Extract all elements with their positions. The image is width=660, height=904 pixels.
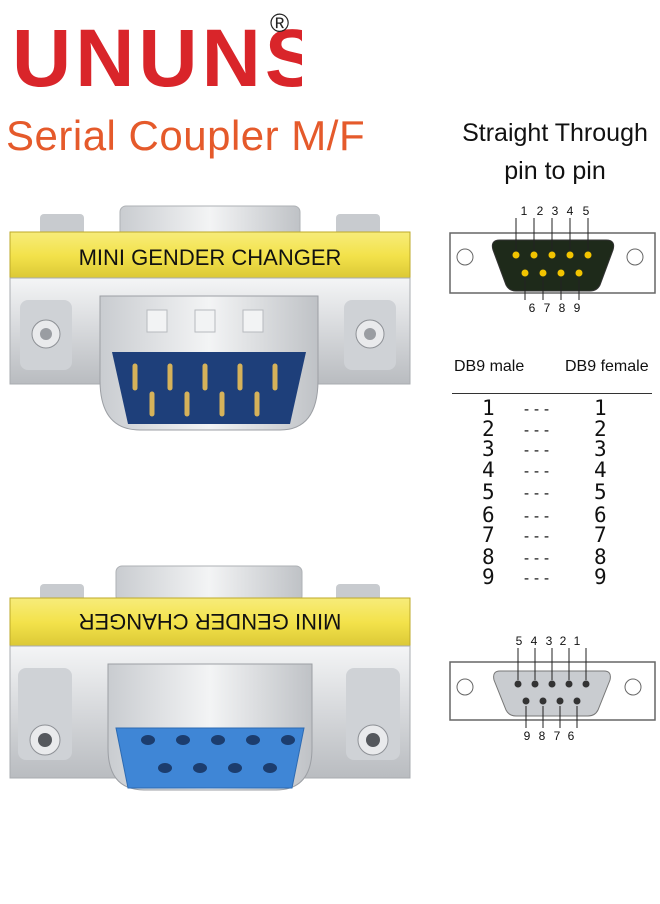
table-row: 6 --- 6: [452, 503, 652, 527]
female-pin: 1: [594, 396, 607, 420]
female-pin: 4: [594, 458, 607, 482]
female-pin-label: 4: [531, 634, 538, 648]
female-pin-label: 5: [516, 634, 523, 648]
male-pin: 2: [482, 417, 495, 441]
pin-link: ---: [522, 569, 553, 587]
female-adapter-label: MINI GENDER CHANGER: [79, 609, 342, 634]
male-pin-label: 1: [521, 204, 528, 218]
female-pin-label: 7: [554, 729, 561, 743]
pin-link: ---: [522, 421, 553, 439]
table-divider: [452, 393, 652, 394]
female-pin: 3: [594, 437, 607, 461]
brand-logo: UNUNS: [12, 14, 302, 102]
male-pin: 9: [482, 565, 495, 589]
male-adapter-label: MINI GENDER CHANGER: [79, 245, 342, 270]
female-pin: 7: [594, 523, 607, 547]
table-row: 9 --- 9: [452, 565, 652, 589]
pin-link: ---: [522, 484, 553, 502]
male-pin: 4: [482, 458, 495, 482]
female-pin: 2: [594, 417, 607, 441]
table-row: 7 --- 7: [452, 523, 652, 547]
female-pin-label: 3: [546, 634, 553, 648]
male-pin-label: 7: [544, 301, 551, 315]
female-pin: 8: [594, 545, 607, 569]
table-header-male: DB9 male: [454, 358, 525, 375]
female-pin-label: 1: [574, 634, 581, 648]
male-adapter: MINI GENDER CHANGER: [9, 205, 411, 431]
table-header-female: DB9 female: [565, 358, 649, 375]
wiring-title-line2: pin to pin: [504, 157, 606, 185]
wiring-title: Straight Through pin to pin: [440, 114, 660, 190]
pin-link: ---: [522, 549, 553, 567]
product-title: Serial Coupler M/F: [6, 112, 366, 159]
table-row: 1 --- 1: [452, 396, 652, 420]
table-row: 5 --- 5: [452, 480, 652, 504]
male-pin-label: 3: [552, 204, 559, 218]
registered-mark: ®: [270, 8, 290, 38]
male-pin-label: 8: [559, 301, 566, 315]
pin-link: ---: [522, 507, 553, 525]
table-row: 3 --- 3: [452, 437, 652, 461]
male-pin-label: 5: [583, 204, 590, 218]
pin-link: ---: [522, 400, 553, 418]
male-pin: 1: [482, 396, 495, 420]
female-pin-label: 2: [560, 634, 567, 648]
male-pin: 8: [482, 545, 495, 569]
male-pin-label: 6: [529, 301, 536, 315]
male-pin: 7: [482, 523, 495, 547]
male-pinout-diagram: 1 2 3 4 5 6 7 8 9: [449, 204, 656, 315]
female-pin-label: 9: [524, 729, 531, 743]
female-pinout-diagram: 5 4 3 2 1 9 8 7 6: [449, 634, 656, 743]
female-pin: 6: [594, 503, 607, 527]
pin-link: ---: [522, 462, 553, 480]
female-pin-label: 8: [539, 729, 546, 743]
female-pin-label: 6: [568, 729, 575, 743]
table-row: 2 --- 2: [452, 417, 652, 441]
female-pin: 5: [594, 480, 607, 504]
male-pin: 6: [482, 503, 495, 527]
male-pin-label: 9: [574, 301, 581, 315]
male-pin-label: 2: [537, 204, 544, 218]
female-adapter: MINI GENDER CHANGER: [9, 565, 411, 791]
wiring-title-line1: Straight Through: [462, 119, 648, 147]
brand-logo-text: UNUNS: [12, 14, 302, 102]
pin-link: ---: [522, 527, 553, 545]
table-row: 8 --- 8: [452, 545, 652, 569]
female-pin: 9: [594, 565, 607, 589]
pin-link: ---: [522, 441, 553, 459]
male-pin: 3: [482, 437, 495, 461]
male-pin-label: 4: [567, 204, 574, 218]
table-row: 4 --- 4: [452, 458, 652, 482]
male-pin: 5: [482, 480, 495, 504]
